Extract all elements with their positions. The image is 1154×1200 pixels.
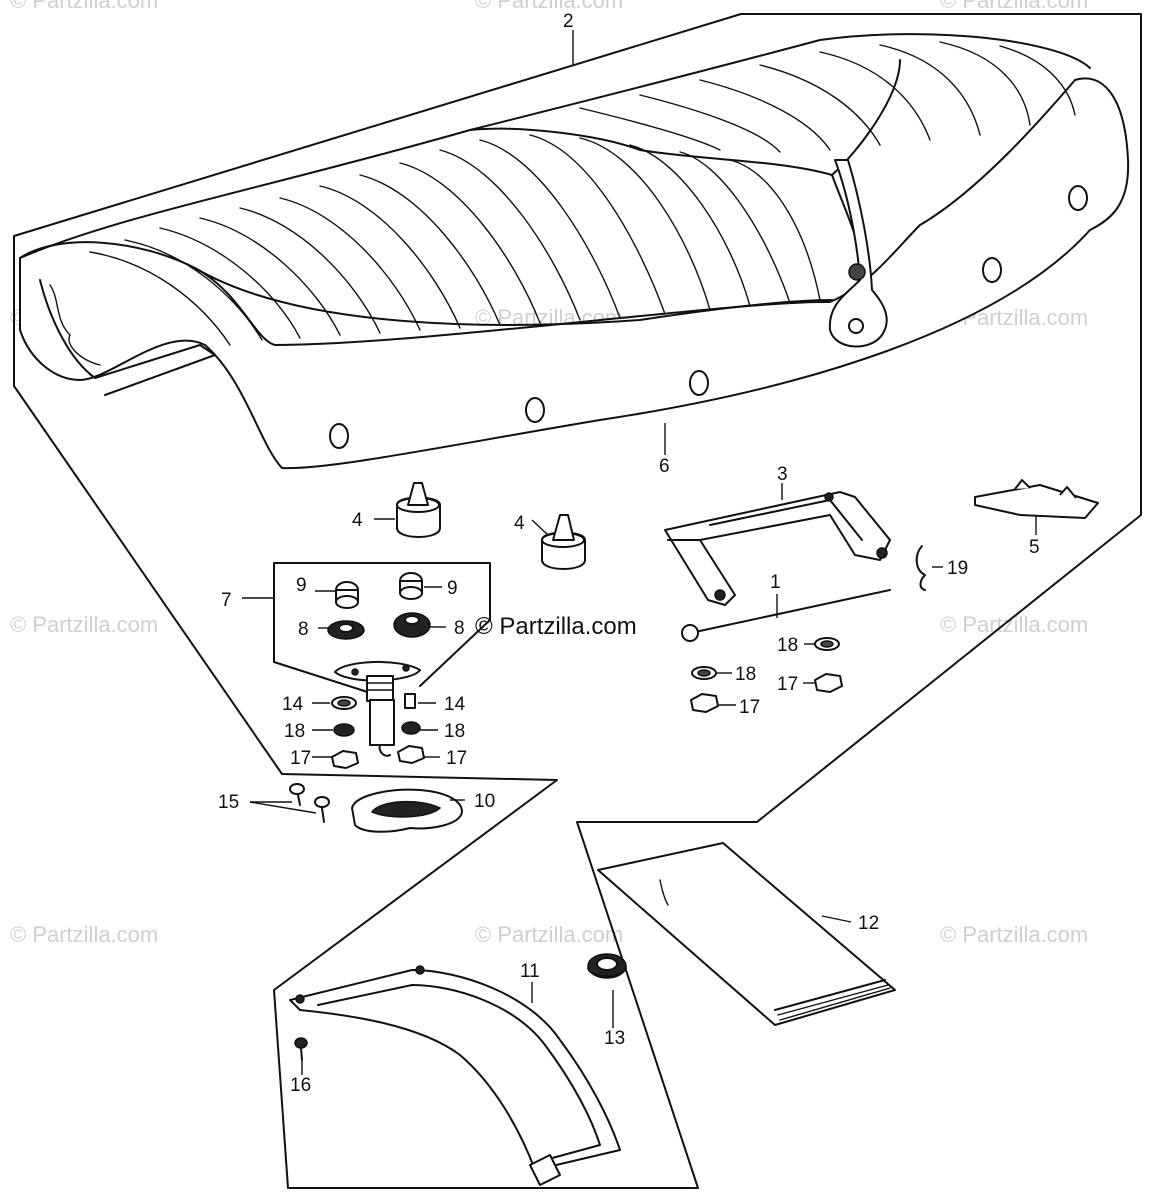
callout-10: 10 [474,791,495,812]
callout-2: 2 [563,11,574,32]
callout-12: 12 [858,913,879,934]
callout-13: 13 [604,1028,625,1049]
callout-18: 18 [735,664,756,685]
watermark: © Partzilla.com [940,0,1088,13]
rubber-cushion-right [541,514,586,570]
seat-body [19,77,1130,470]
callout-17: 17 [446,748,467,769]
callout-17: 17 [739,697,760,718]
callout-16: 16 [290,1075,311,1096]
callout-4: 4 [352,510,363,531]
callout-18: 18 [777,635,798,656]
seat-holes [329,185,1088,449]
callout-11: 11 [520,961,540,982]
callout-4: 4 [514,513,525,534]
callout-14: 14 [444,694,466,715]
hinge-rod [681,589,891,642]
callout-6: 6 [659,456,670,477]
callout-14: 14 [282,694,304,715]
watermark: © Partzilla.com [475,0,623,13]
callout-7: 7 [221,590,232,611]
latch-plate [351,788,463,833]
watermark: © Partzilla.com [10,612,158,637]
callout-18: 18 [284,721,305,742]
callout-17: 17 [777,674,798,695]
seat-lock-assembly [273,562,491,769]
rubber-cushion-left [396,482,441,538]
hair-pin-clip [915,545,926,591]
seat-pleats [89,41,1076,346]
callout-9: 9 [296,575,307,596]
seat-assembly [19,33,1130,470]
assembly-outline [13,13,1142,1189]
tool-tray [597,842,896,1026]
callout-19: 19 [947,558,968,579]
screws [289,783,330,823]
callout-8: 8 [454,618,465,639]
callout-5: 5 [1029,537,1040,558]
watermark: © Partzilla.com [475,922,623,947]
leader-lines [242,30,1037,1075]
watermark: © Partzilla.com [10,922,158,947]
callout-18: 18 [444,721,465,742]
tray-screw [294,1037,308,1061]
callouts: 2 6 4 4 3 5 19 1 7 9 9 8 8 14 14 18 18 1… [218,11,1040,1096]
seat-strap-bracket [828,159,888,348]
seat-bracket [664,491,891,606]
grommet [587,953,627,979]
nut-washer-set-right [690,637,843,713]
seat-top-ridge [19,33,1091,259]
tool-tray-frame [289,965,621,1186]
watermark: © Partzilla.com [940,922,1088,947]
callout-15: 15 [218,792,239,813]
watermark: © Partzilla.com [10,0,158,13]
brand-label: © Partzilla.com [475,613,637,640]
callout-17: 17 [290,748,311,769]
callout-1: 1 [770,572,781,593]
rubber-mount [974,479,1099,519]
callout-8: 8 [298,619,309,640]
callout-9: 9 [447,578,458,599]
callout-3: 3 [777,464,788,485]
